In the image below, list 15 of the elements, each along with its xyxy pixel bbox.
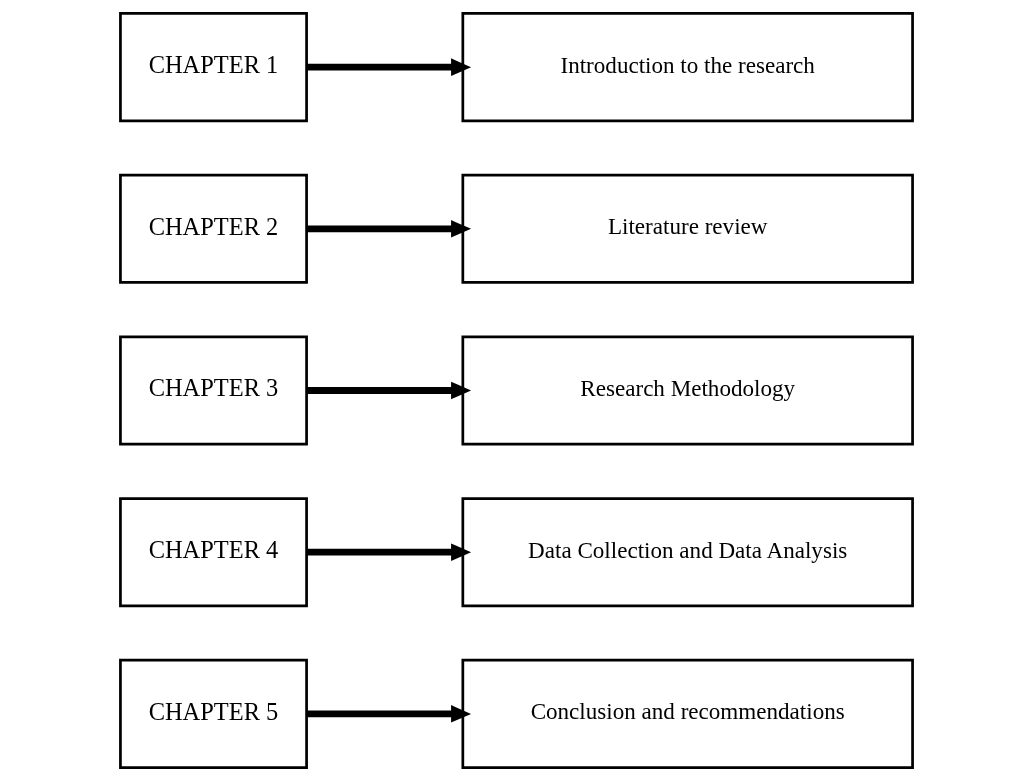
node-box: Research Methodology xyxy=(460,335,914,446)
node-box: Conclusion and recommendations xyxy=(460,658,914,769)
node-box: CHAPTER 4 xyxy=(118,497,308,608)
arrow xyxy=(306,58,471,76)
node-box: Literature review xyxy=(460,173,914,284)
node-box: CHAPTER 2 xyxy=(118,173,308,284)
arrow xyxy=(306,381,471,400)
arrow xyxy=(306,705,471,723)
node-box: Data Collection and Data Analysis xyxy=(460,497,914,608)
arrow xyxy=(306,220,471,238)
arrow xyxy=(306,543,471,561)
node-box: CHAPTER 3 xyxy=(118,335,308,446)
node-box: CHAPTER 1 xyxy=(118,12,308,123)
node-box: Introduction to the research xyxy=(460,12,914,123)
node-box: CHAPTER 5 xyxy=(118,658,308,769)
